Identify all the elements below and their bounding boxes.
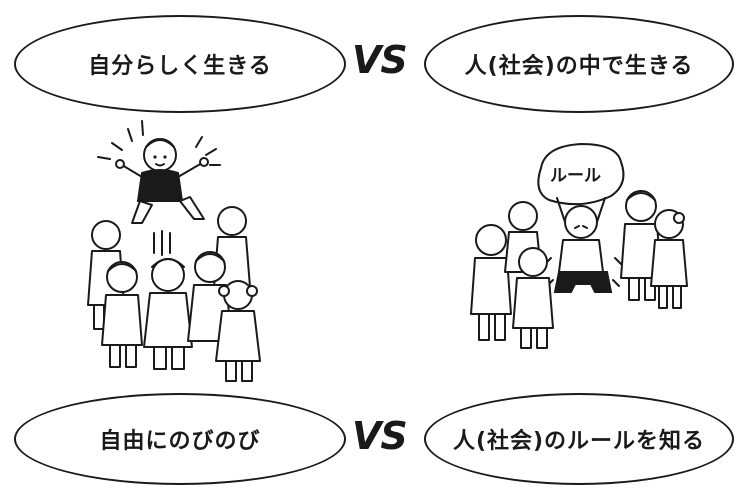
bottom-right-bubble: 人(社会)のルールを知る [424, 393, 734, 485]
bottom-right-label: 人(社会)のルールを知る [452, 429, 706, 454]
top-left-bubble: 自分らしく生きる [14, 15, 346, 113]
top-right-label: 人(社会)の中で生きる [464, 54, 694, 79]
top-right-bubble: 人(社会)の中で生きる [424, 15, 734, 113]
child-carrying-rule-rock-icon: ルール [470, 143, 688, 349]
rock-label: ルール [550, 166, 601, 186]
jumping-child-with-group-icon [87, 120, 261, 382]
top-vs-label: VS [352, 38, 408, 82]
top-left-label: 自分らしく生きる [88, 54, 272, 79]
bottom-left-label: 自由にのびのび [99, 429, 261, 454]
bottom-left-bubble: 自由にのびのび [14, 393, 346, 485]
bottom-vs-label: VS [352, 414, 408, 458]
